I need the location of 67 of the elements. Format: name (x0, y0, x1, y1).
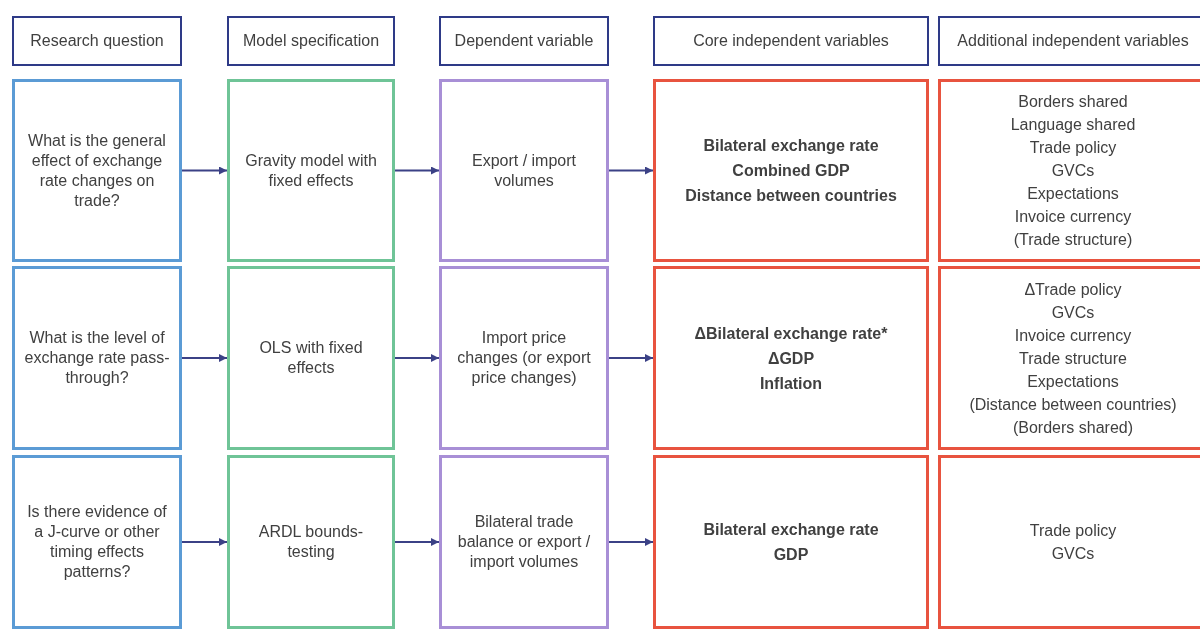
box-text: GVCs (1051, 161, 1095, 181)
column-header-box (227, 16, 395, 66)
box-text: GDP (773, 545, 809, 565)
arrow (608, 538, 654, 546)
box-text: Bilateral trade balance or export / import volumes (456, 512, 592, 572)
box-text: Trade policy (1029, 521, 1117, 541)
box-text: Additional independent variables (957, 32, 1189, 50)
box-text: GVCs (1051, 544, 1095, 564)
arrow (608, 166, 654, 175)
box-text: Is there evidence of a J-curve or other timing effects patterns? (26, 502, 168, 582)
box-text: Research question (30, 32, 164, 50)
arrow (608, 354, 654, 362)
model-box (227, 266, 395, 450)
box-text: Model specification (242, 32, 380, 50)
box-text: Language shared (1010, 115, 1136, 135)
box-text: What is the level of exchange rate pass-through? (23, 328, 171, 388)
model-box (227, 79, 395, 262)
box-text: ΔTrade policy (1024, 279, 1122, 300)
box-text: Borders shared (1018, 92, 1128, 112)
box-text: Core independent variables (693, 32, 889, 50)
box-text: Trade policy (1029, 138, 1117, 158)
box-text: (Borders shared) (1012, 417, 1133, 438)
box-text: Export / import volumes (471, 150, 577, 191)
box-text: OLS with fixed effects (258, 338, 364, 378)
column-header-box (12, 16, 182, 66)
box-text: Inflation (759, 373, 823, 394)
box-text: ΔBilateral exchange rate* (694, 323, 888, 344)
box-text: (Trade structure) (1013, 230, 1133, 250)
question-box (12, 79, 182, 262)
core-variables-box (653, 455, 929, 629)
arrow (181, 166, 228, 175)
box-text: Bilateral exchange rate (703, 520, 879, 540)
box-text: Combined GDP (732, 161, 850, 181)
box-text: Expectations (1027, 184, 1119, 204)
additional-variables-box (938, 455, 1200, 629)
box-text: GVCs (1051, 302, 1095, 323)
model-box (227, 455, 395, 629)
column-header-box (938, 16, 1200, 66)
column-header-box (653, 16, 929, 66)
arrow (181, 354, 228, 362)
box-text: Gravity model with fixed effects (244, 150, 378, 191)
column-header-box (439, 16, 609, 66)
arrow (394, 166, 440, 175)
box-text: ΔGDP (767, 348, 815, 369)
dependent-variable-box (439, 266, 609, 450)
box-text: Trade structure (1019, 348, 1127, 369)
box-text: (Distance between countries) (969, 394, 1177, 415)
question-box (12, 455, 182, 629)
additional-variables-box (938, 266, 1200, 450)
box-text: Distance between countries (685, 186, 897, 206)
box-text: Expectations (1027, 371, 1119, 392)
dependent-variable-box (439, 455, 609, 629)
box-text: Dependent variable (454, 32, 594, 50)
core-variables-box (653, 266, 929, 450)
question-box (12, 266, 182, 450)
box-text: Import price changes (or export price changes) (456, 328, 592, 388)
box-text: Bilateral exchange rate (703, 136, 879, 156)
arrow (394, 538, 440, 546)
box-text: Invoice currency (1014, 207, 1132, 227)
additional-variables-box (938, 79, 1200, 262)
dependent-variable-box (439, 79, 609, 262)
arrow (181, 538, 228, 546)
box-text: ARDL bounds-testing (257, 522, 365, 562)
core-variables-box (653, 79, 929, 262)
arrow (394, 354, 440, 362)
box-text: Invoice currency (1014, 325, 1132, 346)
box-text: What is the general effect of exchange rate changes on trade? (27, 130, 167, 211)
